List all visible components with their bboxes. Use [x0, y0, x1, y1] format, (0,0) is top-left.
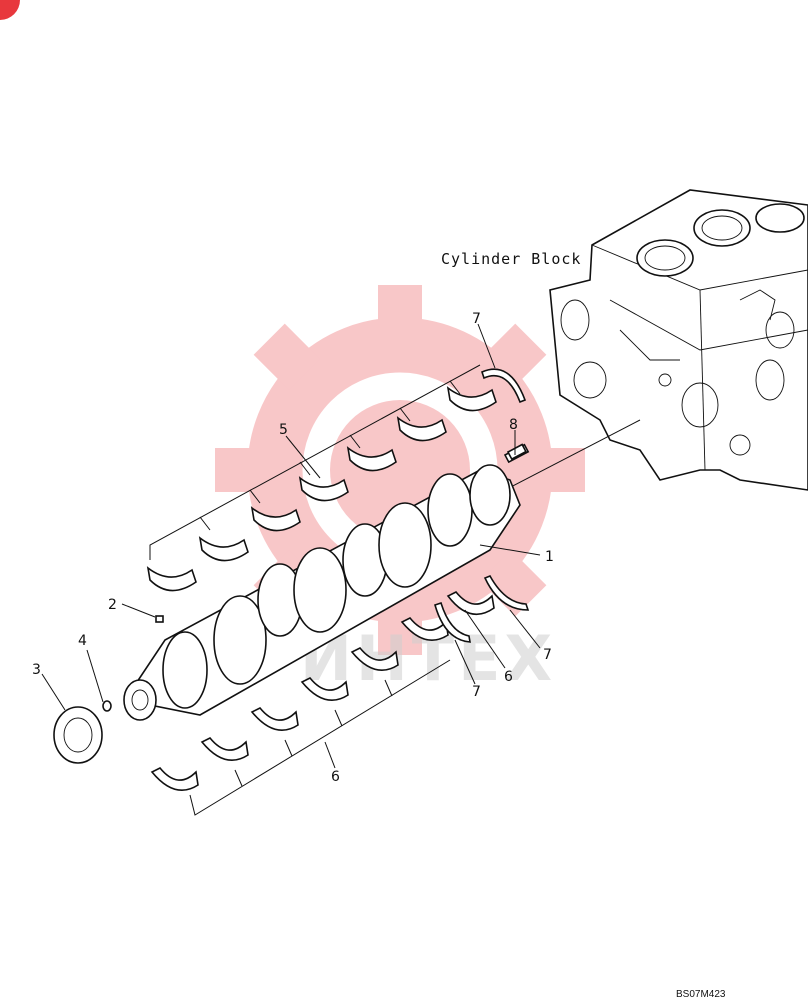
cylinder-block [549, 189, 808, 491]
plug [102, 700, 112, 712]
callout-5: 5 [279, 422, 288, 438]
callout-6-lower: 6 [331, 769, 340, 785]
thrust-washer-lower-right [483, 574, 530, 611]
drawing-code: BS07M423 [676, 989, 726, 1000]
corner-marker-icon [0, 0, 20, 20]
callout-6-right: 6 [504, 669, 513, 685]
callout-4: 4 [78, 633, 87, 649]
callout-8: 8 [509, 417, 518, 433]
oil-seal [53, 706, 103, 764]
callout-7-lower: 7 [472, 684, 481, 700]
thrust-washer-upper [481, 368, 527, 404]
thrust-washer-lower-left [434, 601, 471, 643]
callout-1: 1 [545, 549, 554, 565]
lower-main-bearings [150, 590, 495, 792]
pin [155, 615, 164, 623]
cylinder-block-label: Cylinder Block [441, 250, 581, 268]
crankshaft [123, 443, 530, 721]
callout-3: 3 [32, 662, 41, 678]
callout-7-upper: 7 [472, 311, 481, 327]
callout-7-right: 7 [543, 647, 552, 663]
upper-main-bearings [146, 386, 497, 592]
callout-2: 2 [108, 597, 117, 613]
